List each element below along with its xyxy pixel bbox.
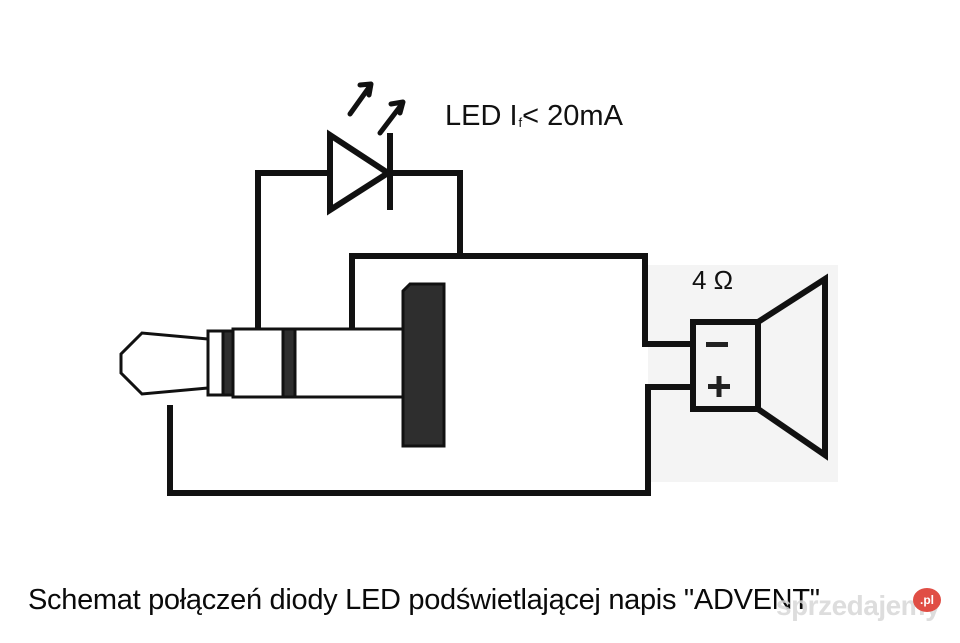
led-light-arrows — [347, 81, 406, 136]
wire-tip-to-speaker — [167, 384, 696, 496]
led-label-prefix: LED I — [445, 100, 518, 132]
led-label-suffix: < 20mA — [522, 100, 623, 132]
minus-sign-icon — [706, 342, 728, 347]
jack-body — [401, 282, 446, 448]
wire-ring-to-speaker — [349, 253, 696, 347]
wire-led-left — [255, 170, 333, 328]
speaker-symbol — [690, 273, 828, 461]
audio-jack-plug — [119, 282, 446, 448]
speaker-magnet — [690, 319, 761, 412]
led-triangle — [327, 129, 394, 216]
led-current-label: LED If< 20mA — [445, 100, 623, 133]
speaker-cone — [755, 273, 828, 461]
watermark-badge-icon: .pl — [913, 588, 941, 612]
jack-ring — [231, 327, 285, 399]
led-label-subscript: f — [518, 115, 523, 130]
led-diode-symbol — [327, 129, 394, 216]
diagram-caption: Schemat połączeń diody LED podświetlając… — [28, 584, 820, 616]
jack-tip — [119, 331, 210, 396]
wire-led-right — [385, 170, 463, 259]
speaker-impedance-label: 4 Ω — [692, 265, 734, 295]
plus-sign-icon — [708, 376, 730, 397]
jack-tip-collar — [206, 329, 225, 397]
jack-sleeve — [293, 327, 407, 399]
jack-insulator-2 — [281, 327, 297, 399]
